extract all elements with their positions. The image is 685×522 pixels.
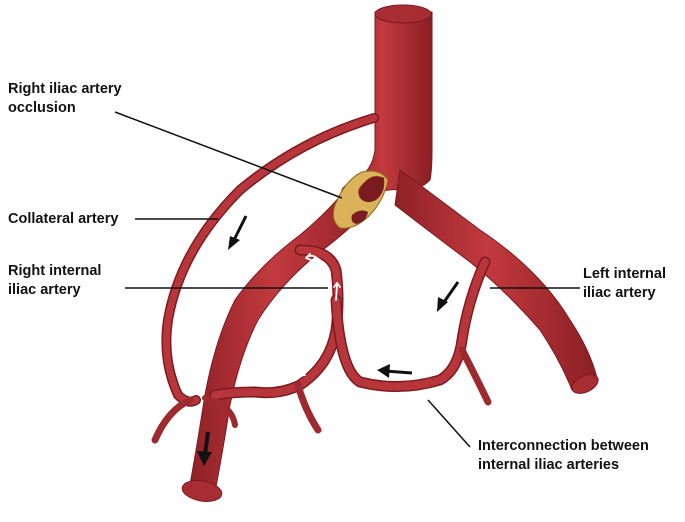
label-right-iliac-occlusion-line2: occlusion <box>8 100 76 116</box>
branch-left-low <box>151 396 194 444</box>
occlusion-lumen <box>358 176 385 203</box>
label-left-internal-iliac-line1: Left internal <box>583 266 666 282</box>
label-right-iliac-occlusion: Right iliac artery occlusion <box>8 80 122 118</box>
white-flow-arrows <box>299 253 341 377</box>
branch-left-low-2 <box>202 395 238 428</box>
branch-mid-left <box>294 381 322 434</box>
label-right-iliac-occlusion-line1: Right iliac artery <box>8 81 122 97</box>
label-right-internal-iliac-line1: Right internal <box>8 263 102 279</box>
aorta <box>341 11 433 203</box>
leader-occlusion <box>114 111 343 199</box>
flow-arrow-collateral <box>228 215 248 250</box>
right-iliac-opening <box>181 480 223 502</box>
label-collateral-artery: Collateral artery <box>8 211 119 227</box>
left-iliac-opening <box>571 374 599 394</box>
branch-lower-right <box>458 346 492 406</box>
flow-arrow-interconnection <box>377 364 413 378</box>
flow-arrow-left-internal <box>437 281 460 312</box>
occlusion-lumen-2 <box>351 210 368 224</box>
label-interconnection-line2: internal iliac arteries <box>478 457 620 473</box>
leader-interconnection <box>427 399 471 448</box>
right-common-iliac <box>189 181 379 493</box>
left-common-iliac <box>394 169 598 391</box>
flow-arrow-right-iliac-down <box>197 431 212 466</box>
label-interconnection-line1: Interconnection between <box>478 438 649 454</box>
label-interconnection: Interconnection between internal iliac a… <box>478 437 649 475</box>
label-right-internal-iliac: Right internal iliac artery <box>8 262 101 300</box>
label-left-internal-iliac-line2: iliac artery <box>583 285 656 301</box>
label-right-internal-iliac-line2: iliac artery <box>8 282 81 298</box>
aorta-top-opening <box>374 4 432 24</box>
label-left-internal-iliac: Left internal iliac artery <box>583 265 666 303</box>
